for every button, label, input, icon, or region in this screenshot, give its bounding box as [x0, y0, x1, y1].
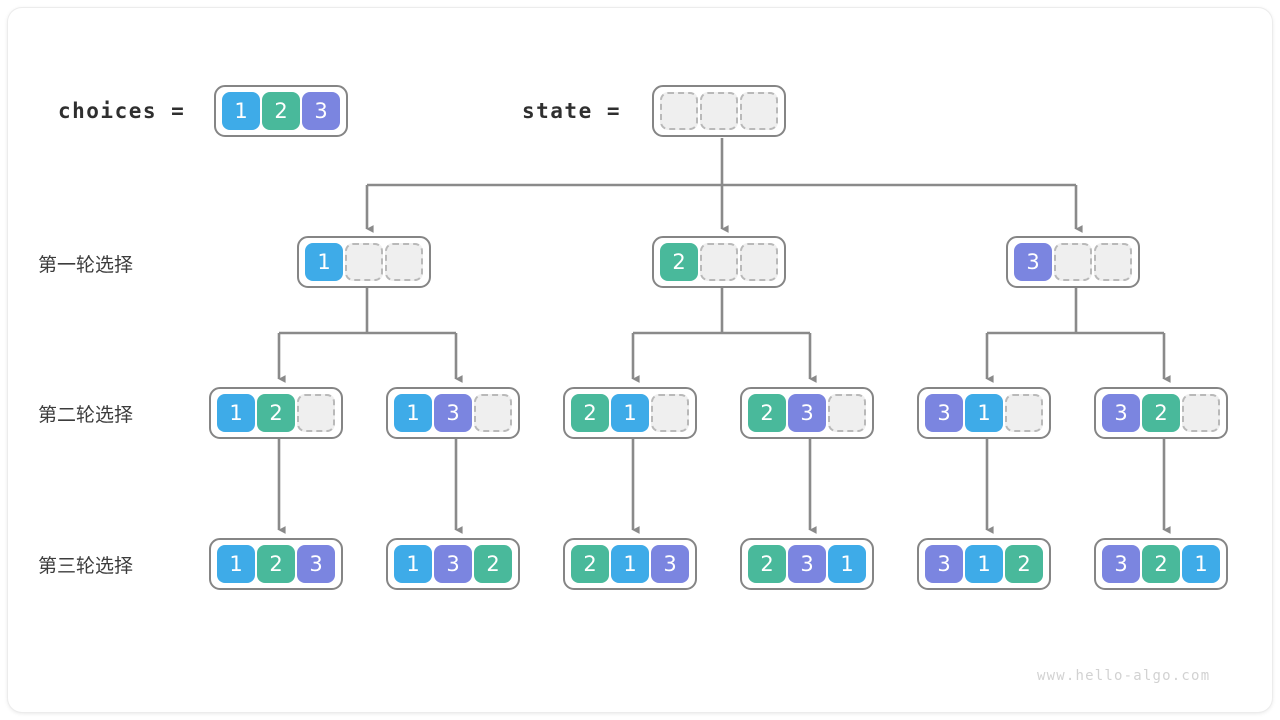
- array-cell-filled: 2: [748, 545, 786, 583]
- array-cell-filled: 2: [748, 394, 786, 432]
- choices-label: choices =: [58, 99, 186, 123]
- array-cell-filled: 2: [262, 92, 300, 130]
- array-cell-filled: 1: [394, 545, 432, 583]
- array-cell-filled: 2: [257, 545, 295, 583]
- array-cell-filled: 1: [1182, 545, 1220, 583]
- array-cell-filled: 3: [434, 545, 472, 583]
- array-cell-filled: 2: [571, 394, 609, 432]
- array-cell-empty: [1005, 394, 1043, 432]
- array-cell-filled: 3: [651, 545, 689, 583]
- card-frame: [8, 8, 1272, 712]
- watermark: www.hello-algo.com: [1037, 668, 1211, 684]
- array-cell-empty: [474, 394, 512, 432]
- array-cell-filled: 1: [217, 545, 255, 583]
- array-cell-filled: 1: [217, 394, 255, 432]
- array-cell-empty: [345, 243, 383, 281]
- array-cell-filled: 2: [1142, 545, 1180, 583]
- round1-node-3: 3: [1006, 236, 1140, 288]
- array-cell-empty: [740, 243, 778, 281]
- array-cell-filled: 1: [611, 545, 649, 583]
- array-cell-empty: [1094, 243, 1132, 281]
- array-cell-filled: 3: [302, 92, 340, 130]
- array-cell-filled: 3: [297, 545, 335, 583]
- round1-node-1: 1: [297, 236, 431, 288]
- array-cell-filled: 1: [394, 394, 432, 432]
- array-cell-filled: 1: [828, 545, 866, 583]
- array-cell-empty: [660, 92, 698, 130]
- array-cell-filled: 3: [788, 394, 826, 432]
- array-cell-filled: 2: [660, 243, 698, 281]
- array-cell-filled: 3: [788, 545, 826, 583]
- array-cell-empty: [297, 394, 335, 432]
- row-label-round1: 第一轮选择: [38, 254, 134, 276]
- array-cell-filled: 2: [571, 545, 609, 583]
- array-cell-filled: 2: [1005, 545, 1043, 583]
- array-cell-filled: 2: [1142, 394, 1180, 432]
- array-cell-filled: 3: [1102, 545, 1140, 583]
- array-cell-empty: [385, 243, 423, 281]
- array-cell-filled: 2: [474, 545, 512, 583]
- array-cell-filled: 1: [611, 394, 649, 432]
- array-cell-empty: [828, 394, 866, 432]
- row-label-round2: 第二轮选择: [38, 404, 134, 426]
- array-cell-filled: 3: [925, 394, 963, 432]
- array-cell-filled: 2: [257, 394, 295, 432]
- array-cell-filled: 1: [965, 545, 1003, 583]
- round1-node-2: 2: [652, 236, 786, 288]
- row-label-round3: 第三轮选择: [38, 555, 134, 577]
- array-cell-filled: 3: [925, 545, 963, 583]
- array-cell-empty: [740, 92, 778, 130]
- array-cell-empty: [651, 394, 689, 432]
- array-cell-filled: 3: [434, 394, 472, 432]
- state-label: state =: [522, 99, 622, 123]
- array-cell-filled: 3: [1014, 243, 1052, 281]
- array-cell-empty: [700, 92, 738, 130]
- state-array: [652, 85, 786, 137]
- array-cell-empty: [1054, 243, 1092, 281]
- array-cell-filled: 1: [965, 394, 1003, 432]
- array-cell-empty: [1182, 394, 1220, 432]
- array-cell-empty: [700, 243, 738, 281]
- array-cell-filled: 1: [222, 92, 260, 130]
- array-cell-filled: 3: [1102, 394, 1140, 432]
- array-cell-filled: 1: [305, 243, 343, 281]
